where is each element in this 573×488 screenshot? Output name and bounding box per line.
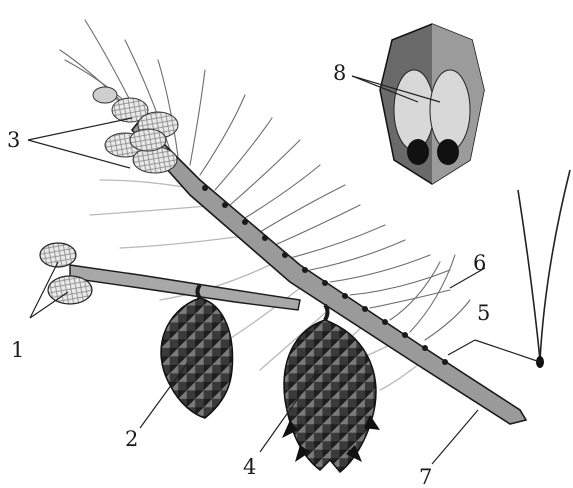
label-3: 3 (7, 128, 20, 152)
label-5: 5 (477, 301, 490, 325)
label-4: 4 (243, 455, 256, 479)
needle-pair (518, 170, 570, 368)
label-2: 2 (125, 427, 138, 451)
first-year-cone (161, 285, 232, 418)
label-6: 6 (473, 251, 486, 275)
label-1: 1 (11, 338, 24, 362)
label-7: 7 (419, 465, 432, 488)
side-shoot (70, 265, 300, 310)
seed-scale (380, 24, 484, 184)
label-8: 8 (333, 61, 346, 85)
